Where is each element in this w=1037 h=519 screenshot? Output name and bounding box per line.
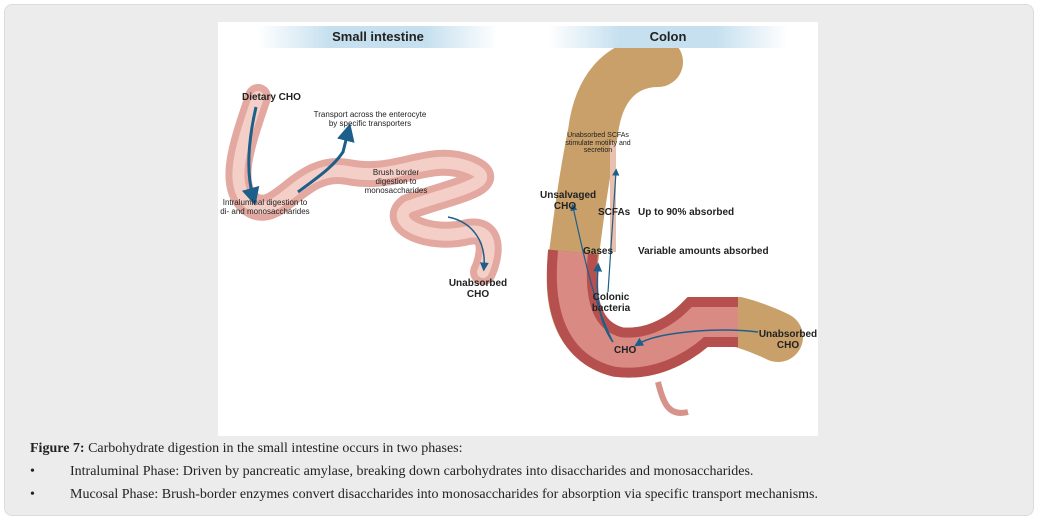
label-scfas: SCFAs [598,207,631,218]
label-colonic-bacteria: Colonic bacteria [591,292,631,314]
flow-arrow-dietary [241,106,260,206]
bullet-text: Intraluminal Phase: Driven by pancreatic… [70,464,754,479]
flow-arrow-transport [297,123,355,194]
caption-bullet: • Intraluminal Phase: Driven by pancreati… [30,464,753,480]
label-transport: Transport across the enterocyte by speci… [313,110,427,128]
bullet-text: Mucosal Phase: Brush-border enzymes conv… [70,487,819,502]
label-unsalvaged: Unsalvaged CHO [540,190,597,212]
figure-caption: Figure 7: Carbohydrate digestion in the … [30,441,463,457]
label-brush-border: Brush border digestion to monosaccharide… [364,168,428,195]
label-unabsorbed-si: Unabsorbed CHO [448,278,508,300]
colon-outlet [655,381,689,416]
small-intestine-header: Small intestine [258,26,498,48]
label-gases: Gases [583,246,614,257]
label-scfa-stimulate: Unabsorbed SCFAs stimulate motility and … [565,132,631,155]
caption-text: Carbohydrate digestion in the small inte… [88,441,463,456]
figure-image: Small intestine Colon Dietary CHO Transp… [218,22,818,436]
caption-label: Figure 7: [30,441,85,456]
label-intraluminal: Intraluminal digestion to di- and monosa… [220,198,310,216]
caption-bullet: • Mucosal Phase: Brush-border enzymes con… [30,487,818,503]
colon-header: Colon [548,26,788,48]
label-cho: CHO [614,345,637,356]
bullet-icon: • [30,464,35,479]
label-variable: Variable amounts absorbed [638,246,769,257]
flow-arrow-unabsorbed [447,216,489,272]
bullet-icon: • [30,487,35,502]
label-unabsorbed-colon: Unabsorbed CHO [758,329,818,351]
digestion-illustration [225,37,803,416]
flow-arrow-cho [634,329,759,347]
label-dietary-cho: Dietary CHO [242,92,301,103]
label-up-to-90: Up to 90% absorbed [638,207,735,218]
